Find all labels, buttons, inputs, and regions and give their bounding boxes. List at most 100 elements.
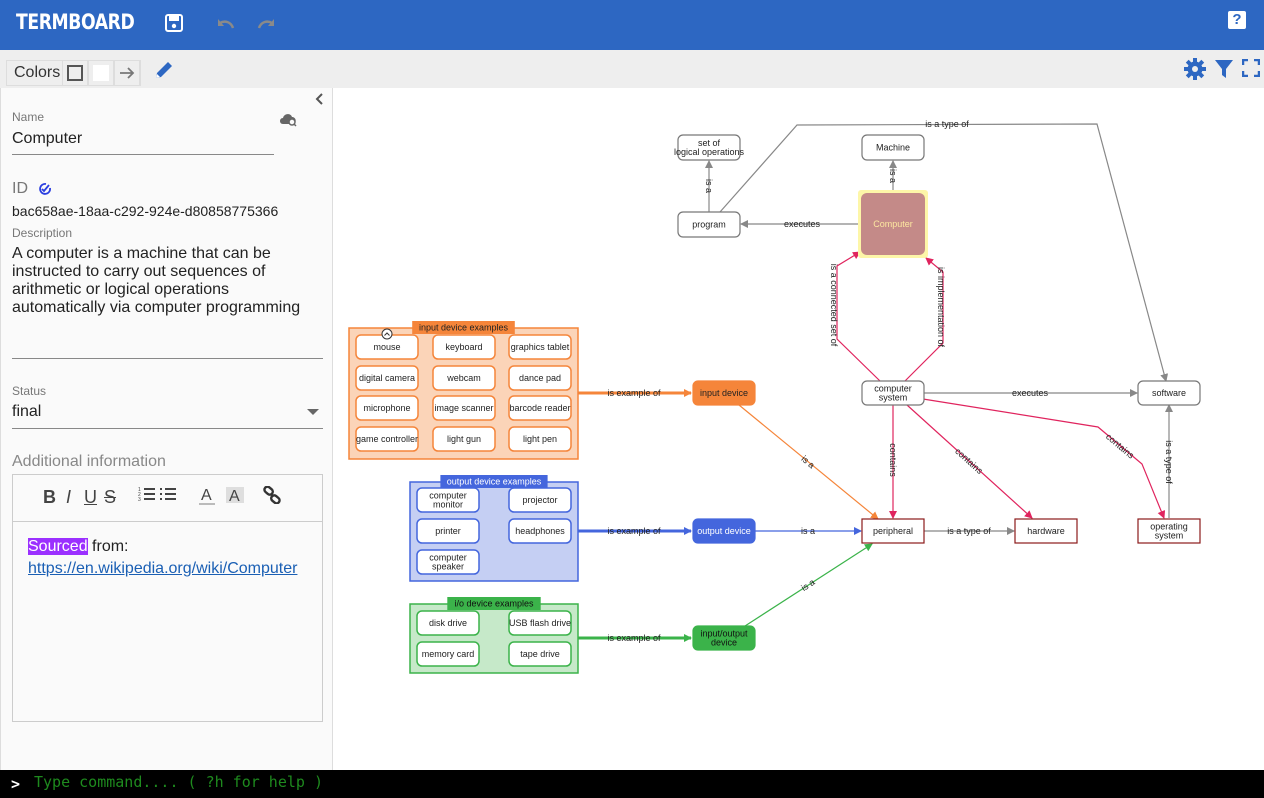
node-software[interactable]: software (1137, 380, 1201, 406)
fill-color-button[interactable] (88, 60, 115, 86)
edit-mode-button[interactable] (153, 59, 175, 81)
colors-label: Colors (14, 64, 61, 81)
svg-text:1: 1 (138, 487, 141, 493)
example-item[interactable]: projector (508, 487, 572, 513)
example-item[interactable]: USB flash drive (508, 610, 572, 636)
description-field[interactable]: A computer is a machine that can be inst… (12, 245, 301, 316)
edge-color-button[interactable] (114, 60, 141, 86)
item-label: webcam (446, 373, 481, 383)
status-value: final (12, 403, 42, 420)
undo-button[interactable] (215, 12, 237, 34)
caret-down-icon (307, 409, 319, 415)
example-item[interactable]: light gun (432, 426, 496, 452)
edge-label: is implementation of (936, 267, 946, 348)
example-item[interactable]: graphics tablet (508, 334, 572, 360)
example-item[interactable]: printer (416, 518, 480, 544)
example-item[interactable]: image scanner (432, 395, 496, 421)
edge-cs-os[interactable] (922, 398, 1166, 519)
edge-cs-computer[interactable] (836, 251, 881, 382)
strikethrough-button[interactable]: S (104, 487, 117, 507)
redo-button[interactable] (255, 12, 277, 34)
example-item[interactable]: webcam (432, 365, 496, 391)
edge-program-software[interactable] (719, 123, 1169, 382)
example-item[interactable]: light pen (508, 426, 572, 452)
node-hardware[interactable]: hardware (1014, 518, 1078, 544)
save-icon (165, 14, 183, 32)
node-input-device[interactable]: input device (692, 380, 756, 406)
example-item[interactable]: game controller (355, 426, 419, 452)
example-item[interactable]: tape drive (508, 641, 572, 667)
name-field[interactable]: Computer (12, 130, 83, 147)
example-item[interactable]: microphone (355, 395, 419, 421)
item-label: digital camera (359, 373, 415, 383)
example-item[interactable]: barcode reader (508, 395, 572, 421)
example-item[interactable]: headphones (508, 518, 572, 544)
node-peripheral[interactable]: peripheral (861, 518, 925, 544)
example-item[interactable]: dance pad (508, 365, 572, 391)
edge-cs-computer-impl[interactable] (904, 257, 944, 382)
group-title: output device examples (447, 477, 542, 487)
wikipedia-link[interactable]: https://en.wikipedia.org/wiki/Computer (28, 560, 298, 577)
fullscreen-button[interactable] (1241, 58, 1261, 78)
group-title: i/o device examples (454, 599, 534, 609)
node-program[interactable]: program (677, 211, 741, 238)
border-color-button[interactable] (62, 60, 89, 86)
collapse-sidebar-button[interactable] (313, 92, 325, 111)
edge-label: is a type of (947, 526, 991, 536)
edge-cs-hardware[interactable] (906, 404, 1033, 519)
help-button[interactable]: ? (1228, 11, 1246, 29)
fullscreen-icon (1242, 59, 1260, 77)
status-select[interactable]: final (12, 403, 323, 421)
save-button[interactable] (163, 12, 185, 34)
edge-label: is a (704, 179, 714, 193)
edge-input-peripheral[interactable] (738, 404, 879, 520)
node-output-device[interactable]: output device (692, 518, 756, 544)
edge-label: is a (799, 577, 816, 593)
cloud-search-icon (280, 114, 297, 127)
example-item[interactable]: mouse (355, 334, 419, 360)
description-underline (12, 358, 323, 359)
background-color-button[interactable]: A (226, 485, 244, 510)
regenerate-id-button[interactable] (38, 182, 52, 201)
filled-square-icon (93, 65, 110, 81)
example-item[interactable]: digital camera (355, 365, 419, 391)
example-item[interactable]: keyboard (432, 334, 496, 360)
settings-button[interactable] (1183, 57, 1207, 81)
top-bar: TERMBOARD ? (0, 0, 1264, 50)
text-color-button[interactable]: A (198, 485, 216, 512)
filter-button[interactable] (1213, 57, 1235, 81)
link-button[interactable] (263, 485, 281, 509)
example-item[interactable]: disk drive (416, 610, 480, 636)
italic-button[interactable]: I (66, 487, 72, 507)
item-label: mouse (373, 342, 400, 352)
command-prompt: > (11, 775, 21, 793)
command-input[interactable] (34, 773, 834, 791)
bold-button[interactable]: B (43, 487, 56, 507)
edge-label: is a type of (1164, 440, 1174, 484)
bullet-list-button[interactable] (159, 485, 177, 508)
edge-label: executes (784, 219, 821, 229)
item-label: game controller (356, 434, 418, 444)
underline-button[interactable]: U (84, 487, 97, 507)
node-computer[interactable]: Computer (861, 193, 925, 255)
node-machine[interactable]: Machine (861, 134, 925, 161)
edge-io-peripheral[interactable] (744, 543, 873, 627)
edge-label: is a type of (925, 119, 969, 129)
cloud-search-button[interactable] (279, 112, 299, 133)
example-item[interactable]: memory card (416, 641, 480, 667)
collapse-toggle-icon[interactable] (381, 328, 393, 340)
status-label: Status (12, 384, 47, 398)
editor-content[interactable]: Sourced from: https://en.wikipedia.org/w… (13, 522, 322, 594)
